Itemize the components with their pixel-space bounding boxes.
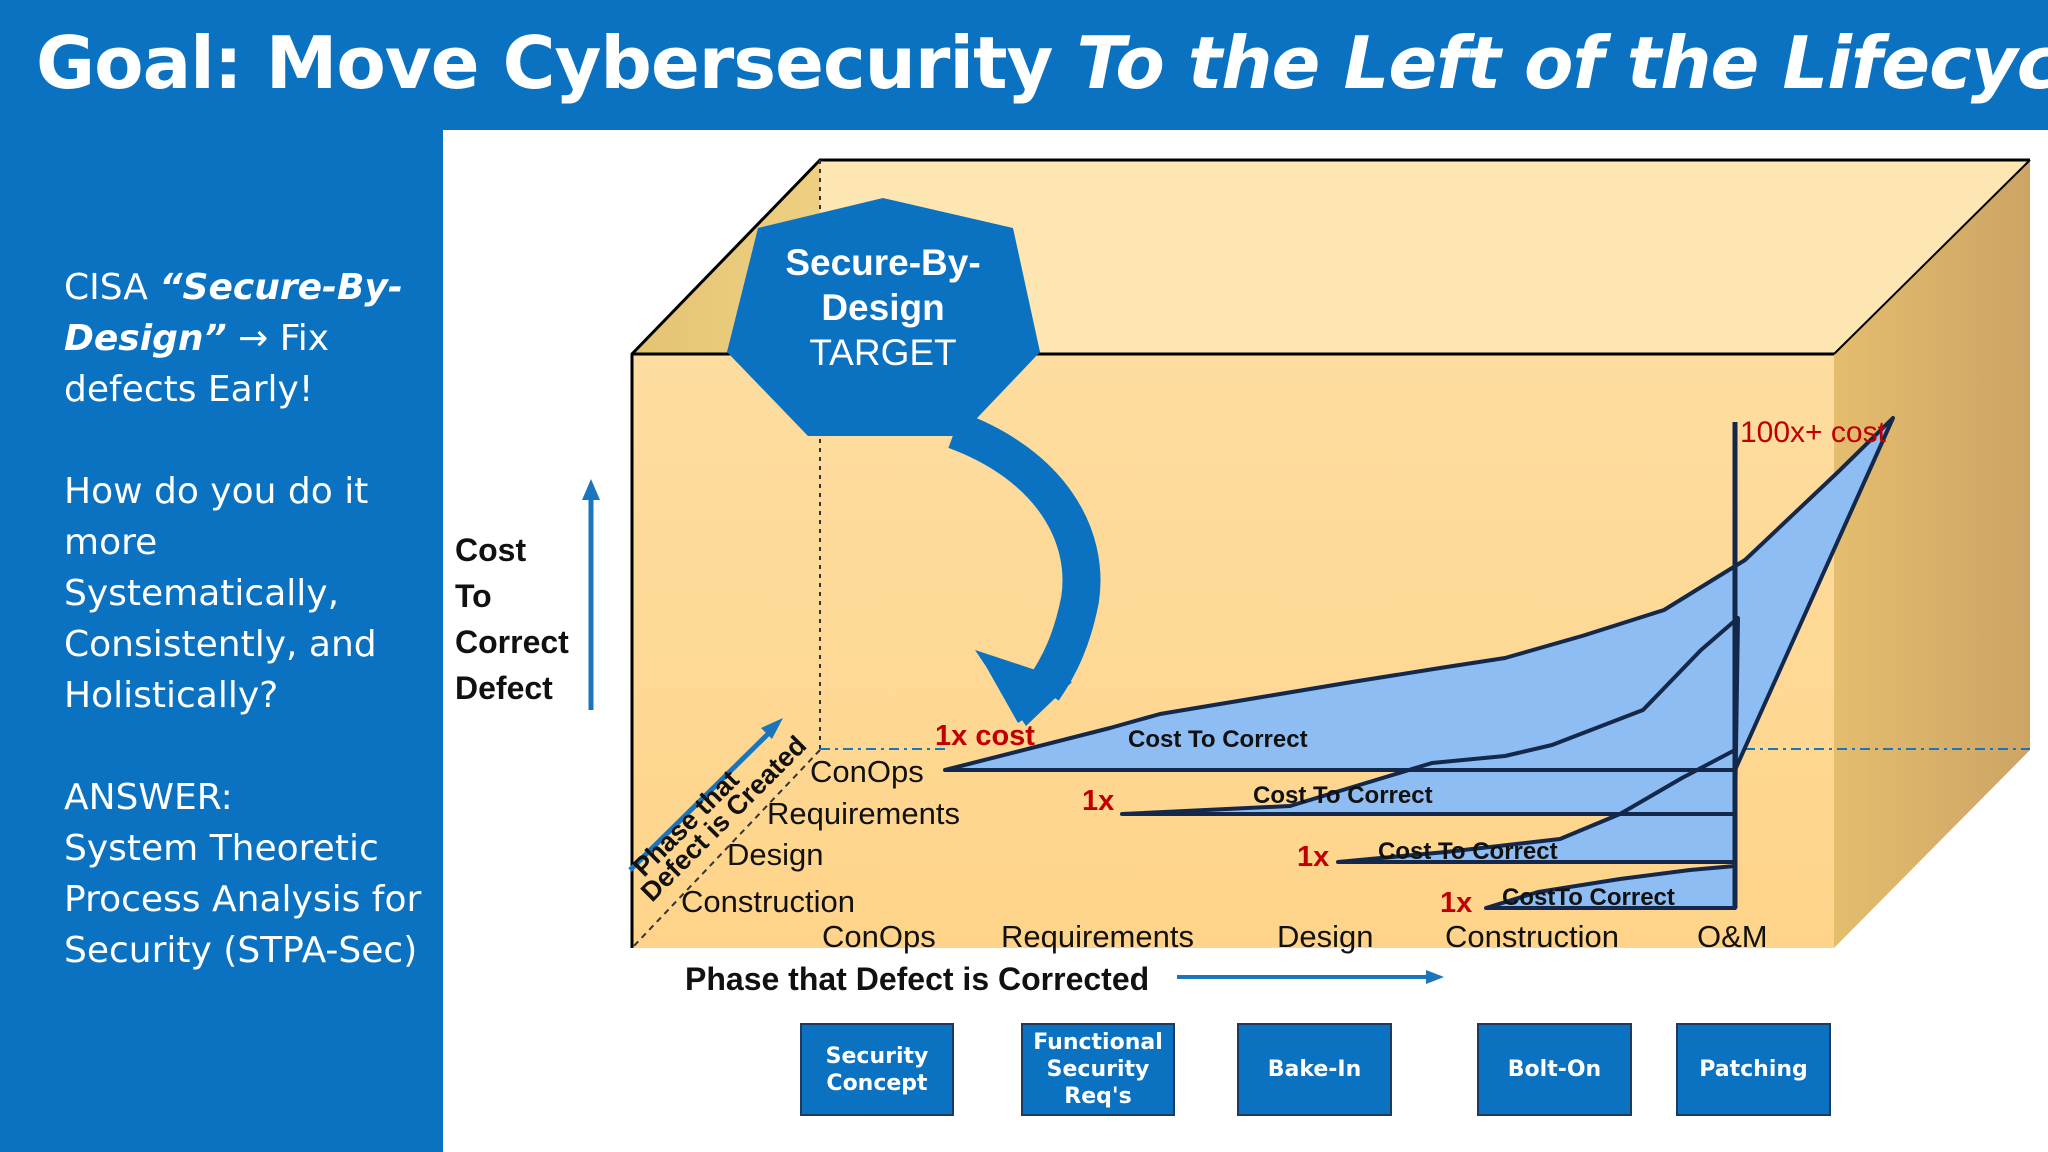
created-phase-design: Design bbox=[727, 837, 824, 872]
curve-start-label-conops: 1x cost bbox=[935, 720, 1035, 752]
slide-title: Goal: Move Cybersecurity To the Left of … bbox=[36, 21, 2048, 105]
diagonal-axis-arrow bbox=[628, 727, 775, 872]
sidebar-paragraph-question: How do you do it more Systematically, Co… bbox=[64, 471, 377, 716]
curve-start-label-requirements: 1x bbox=[1082, 785, 1114, 817]
created-phase-conops: ConOps bbox=[810, 754, 924, 789]
y-axis-label: Cost To Correct Defect bbox=[455, 532, 569, 706]
box-outline bbox=[630, 158, 2030, 948]
curve-name-requirements: Cost To Correct bbox=[1253, 782, 1433, 809]
curve-start-label-design: 1x bbox=[1297, 841, 1329, 873]
corrected-phase-construction: Construction bbox=[1445, 919, 1619, 954]
target-curved-arrow bbox=[948, 412, 1101, 701]
phase-box-bolt-on: Bolt-On bbox=[1477, 1023, 1632, 1116]
x-axis-label: Phase that Defect is Corrected bbox=[685, 961, 1149, 997]
curve-name-construction: CostTo Correct bbox=[1502, 884, 1675, 911]
svg-text:Correct: Correct bbox=[455, 624, 569, 660]
created-phase-requirements: Requirements bbox=[767, 796, 960, 831]
corrected-phase-conops: ConOps bbox=[822, 919, 936, 954]
sidebar-text: CISA “Secure-By-Design” → Fix defects Ea… bbox=[64, 262, 424, 1027]
phase-box-functional-security-reqs: Functional Security Req's bbox=[1021, 1023, 1175, 1116]
svg-text:Cost: Cost bbox=[455, 532, 526, 568]
curve-start-label-construction: 1x bbox=[1440, 887, 1472, 919]
sidebar-paragraph-answer: ANSWER: System Theoretic Process Analysi… bbox=[64, 777, 422, 971]
svg-text:Defect: Defect bbox=[455, 670, 553, 706]
hidden-edge-diagonal bbox=[631, 749, 821, 949]
cost-curve-conops bbox=[943, 416, 1895, 772]
peak-cost-label: 100x+ cost bbox=[1740, 416, 1887, 449]
phase-box-bake-in: Bake-In bbox=[1237, 1023, 1392, 1116]
secure-by-design-badge bbox=[727, 198, 1040, 436]
box-right-face bbox=[1834, 160, 2030, 948]
corrected-phase-design: Design bbox=[1277, 919, 1374, 954]
badge-line-3: TARGET bbox=[809, 332, 956, 373]
badge-line-2: Design bbox=[821, 287, 944, 328]
badge-line-1: Secure-By- bbox=[785, 242, 980, 283]
phase-box-security-concept: Security Concept bbox=[800, 1023, 954, 1116]
sidebar-paragraph-cisa: CISA “Secure-By-Design” → Fix defects Ea… bbox=[64, 267, 403, 410]
curve-name-conops: Cost To Correct bbox=[1128, 726, 1308, 753]
cost-curves bbox=[943, 416, 1895, 910]
corrected-phase-om: O&M bbox=[1697, 919, 1768, 954]
corrected-phase-requirements: Requirements bbox=[1001, 919, 1194, 954]
svg-text:To: To bbox=[455, 578, 492, 614]
created-phase-construction: Construction bbox=[681, 884, 855, 919]
curve-name-design: Cost To Correct bbox=[1378, 838, 1558, 865]
phase-box-patching: Patching bbox=[1676, 1023, 1831, 1116]
